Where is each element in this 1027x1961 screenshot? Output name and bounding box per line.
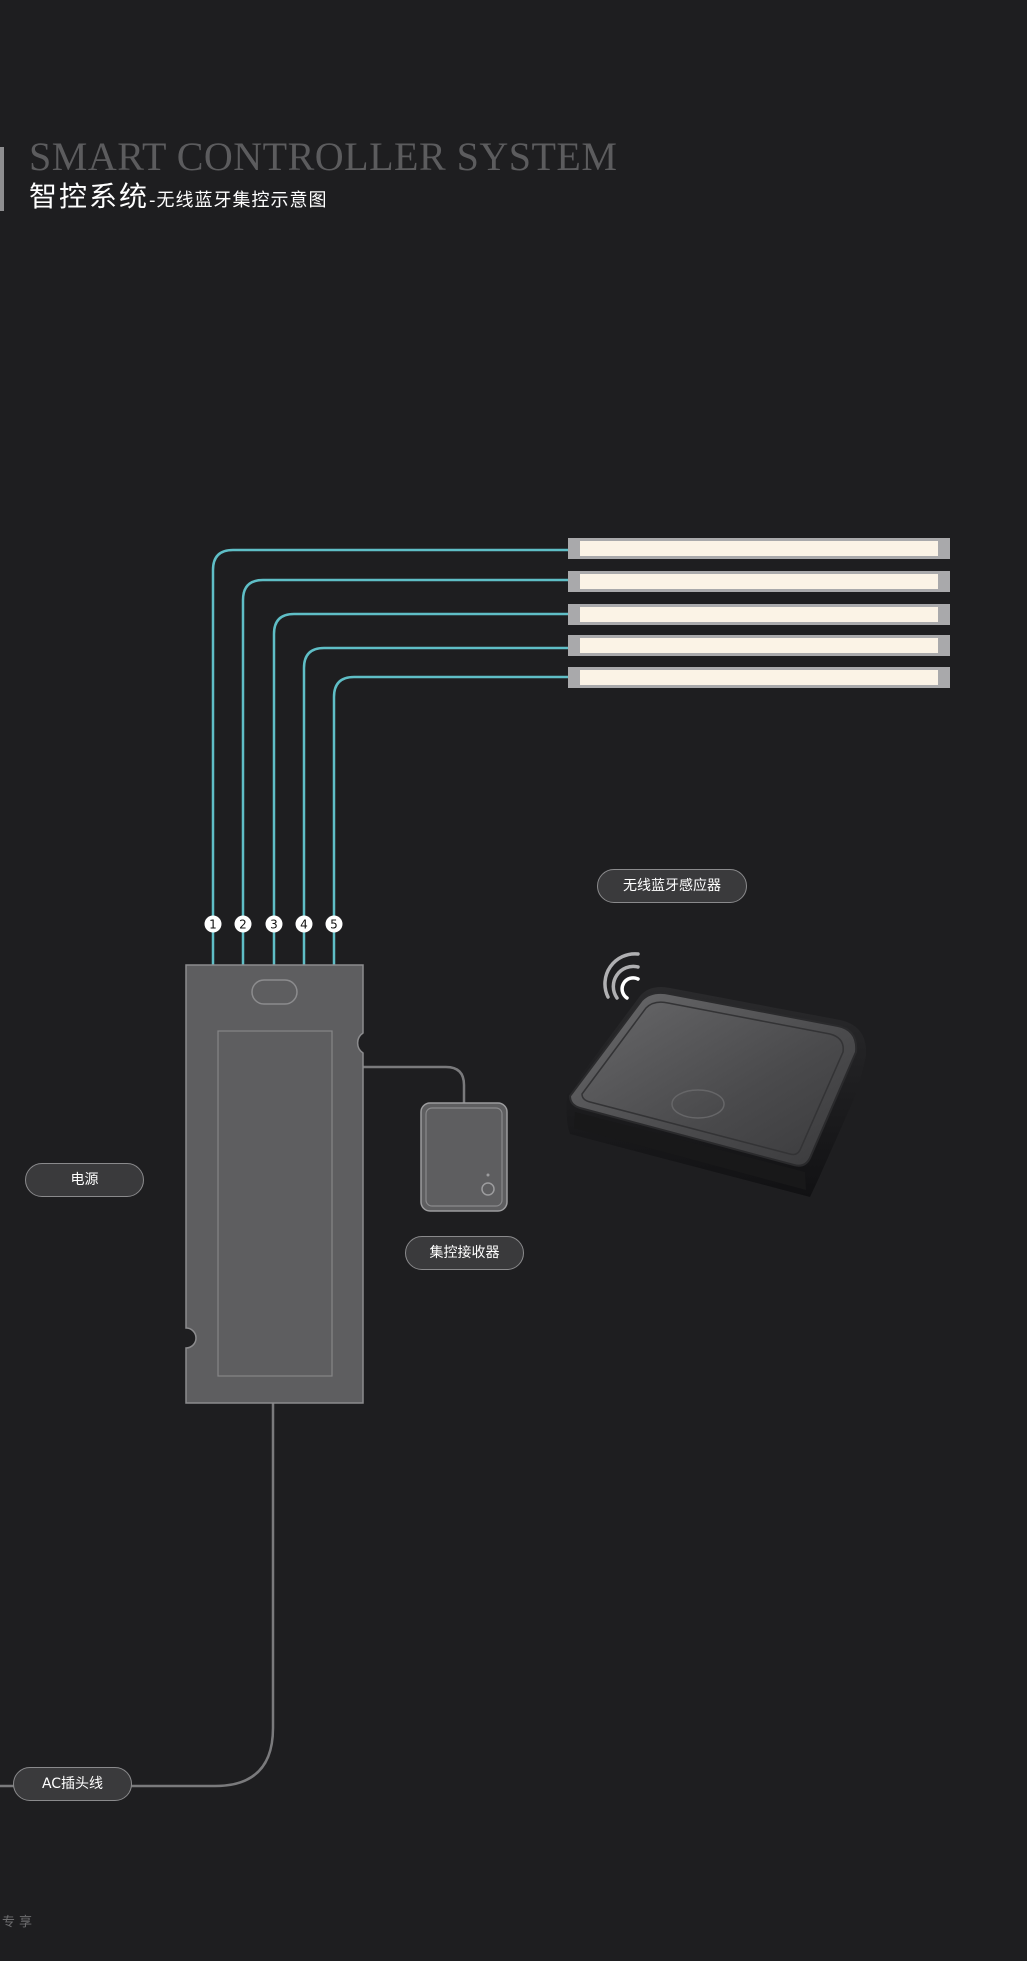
power-supply-slot <box>251 979 298 1005</box>
footer-text: 专享 <box>2 1915 37 1930</box>
port-markers: 1 2 3 4 5 <box>204 915 343 933</box>
power-label: 电源 <box>25 1163 144 1197</box>
title-subtitle: 无线蓝牙集控示意图 <box>156 190 328 211</box>
light-wires <box>211 548 568 965</box>
port-marker: 3 <box>265 915 283 933</box>
port-marker: 2 <box>234 915 252 933</box>
title-chinese: 智控系统-无线蓝牙集控示意图 <box>29 180 328 214</box>
led-light-bar <box>568 667 950 688</box>
wire-1 <box>211 548 568 965</box>
led-light-bar <box>568 538 950 559</box>
receiver-label: 集控接收器 <box>405 1236 524 1270</box>
wire-4 <box>302 646 568 965</box>
power-supply <box>185 964 364 1404</box>
title-accent-bar <box>0 147 4 211</box>
sensor-label: 无线蓝牙感应器 <box>597 869 747 903</box>
ac-plug-label: AC插头线 <box>13 1767 132 1801</box>
led-light-bar <box>568 571 950 592</box>
port-marker: 4 <box>295 915 313 933</box>
port-number: 5 <box>330 918 338 932</box>
wire-3 <box>272 612 568 965</box>
receiver-cable <box>363 1065 466 1103</box>
port-number: 3 <box>270 918 278 932</box>
power-supply-panel <box>217 1030 333 1377</box>
title-english: SMART CONTROLLER SYSTEM <box>29 134 618 179</box>
port-marker: 5 <box>325 915 343 933</box>
sensor-logo-icon <box>671 1089 725 1119</box>
receiver-device <box>420 1102 508 1212</box>
wire-2 <box>241 578 568 965</box>
port-number: 4 <box>300 918 308 932</box>
wireless-signal-icon <box>603 952 640 1000</box>
port-marker: 1 <box>204 915 222 933</box>
receiver-button-icon <box>481 1182 495 1196</box>
title-separator: - <box>149 190 157 211</box>
receiver-led-icon <box>486 1173 490 1177</box>
ac-cable <box>130 1403 275 1788</box>
port-number: 1 <box>209 918 217 932</box>
bluetooth-sensor <box>566 987 867 1197</box>
led-light-bars <box>568 538 950 688</box>
led-light-bar <box>568 604 950 625</box>
title-main: 智控系统 <box>29 180 150 213</box>
led-light-bar <box>568 635 950 656</box>
port-number: 2 <box>239 918 247 932</box>
wire-5 <box>332 675 568 965</box>
